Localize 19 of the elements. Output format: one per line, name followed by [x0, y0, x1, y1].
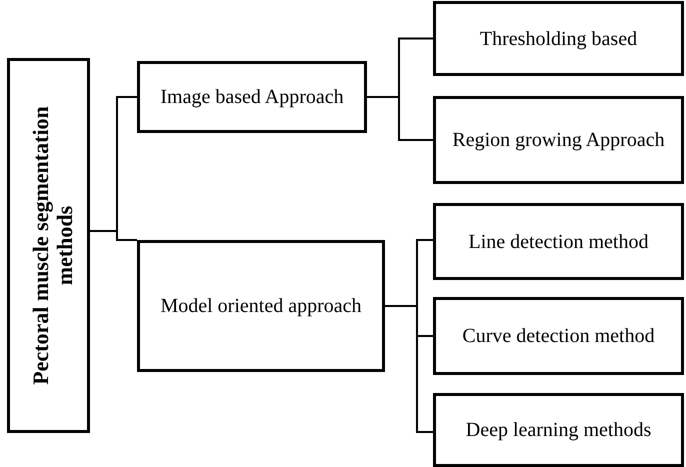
category-box — [433, 1, 684, 76]
connector-line — [385, 305, 433, 433]
connector-line — [90, 230, 137, 241]
box-label: Image based Approach — [159, 86, 345, 108]
box-label: Deep learning methods — [464, 419, 652, 441]
category-box — [433, 203, 684, 280]
connector-line — [367, 96, 433, 141]
vertical-title-box — [7, 58, 90, 433]
category-box — [137, 240, 385, 372]
box-label: Thresholding based — [478, 28, 638, 50]
category-box — [137, 61, 367, 133]
box-label: Curve detection method — [461, 325, 656, 347]
box-label: Pectoral muscle segmentation methods — [27, 105, 78, 387]
box-label: Model oriented approach — [159, 295, 363, 317]
category-box — [433, 297, 684, 375]
box-label: Line detection method — [468, 230, 650, 252]
category-box — [433, 393, 684, 467]
box-label: Region growing Approach — [451, 129, 666, 151]
category-box — [433, 96, 684, 184]
